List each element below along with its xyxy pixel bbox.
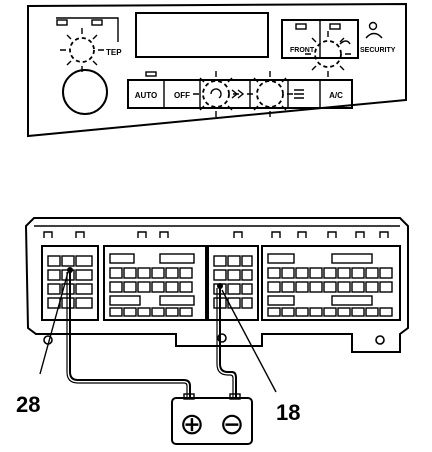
airflow-mode-icon [294, 89, 304, 99]
press-point-tep-icon [60, 28, 104, 72]
climate-control-panel: TEP FRONT SECURITY [27, 2, 407, 138]
security-label: SECURITY [360, 47, 396, 54]
indicator-lamp [145, 71, 157, 77]
indicator-pad-left-2 [91, 19, 103, 26]
terminal-18-contact [217, 283, 223, 289]
press-point-mode-icon [247, 71, 293, 117]
right-upper-buttons [281, 19, 359, 59]
terminal-28-contact [67, 267, 73, 273]
security-icon [365, 21, 383, 39]
test-leads [66, 272, 237, 398]
ac-button-label: A/C [329, 91, 343, 100]
off-button-label: OFF [174, 91, 190, 100]
terminal-28-label: 28 [16, 392, 40, 417]
press-point-front-icon [305, 31, 351, 77]
temperature-dial [62, 69, 108, 115]
battery-positive-terminal: ⊕ [179, 408, 204, 441]
front-label: FRONT [290, 47, 315, 54]
lower-button-row [127, 79, 353, 109]
auto-button-label: AUTO [135, 91, 158, 100]
mount-hole-right [375, 335, 385, 345]
battery-negative-terminal: ⊖ [219, 408, 244, 441]
ecu-connector-board [24, 217, 409, 353]
press-point-center-icon [193, 71, 239, 117]
callout-18: 18 [221, 289, 300, 425]
indicator-pad-left-1 [56, 19, 68, 26]
connector-block-right [261, 245, 401, 321]
tep-label: TEP [106, 48, 122, 57]
terminal-18-label: 18 [276, 400, 300, 425]
callout-28: 28 [16, 271, 69, 417]
battery: ⊕ ⊖ [171, 393, 253, 445]
connector-block-center [207, 245, 259, 321]
connector-block-middle [103, 245, 207, 321]
display-window [135, 12, 269, 58]
